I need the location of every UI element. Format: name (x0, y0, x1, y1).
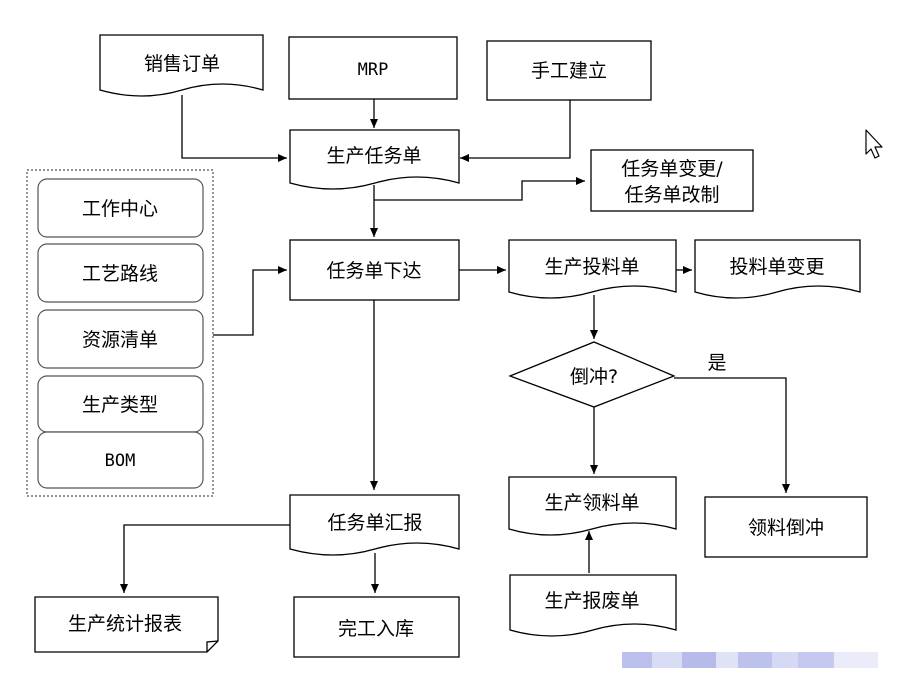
node-backflush-question-label: 倒冲? (570, 366, 618, 388)
node-task-release: 任务单下达 (289, 239, 460, 301)
node-production-feed: 生产投料单 (508, 239, 677, 299)
connectors (120, 95, 790, 593)
node-warehouse-in: 完工入库 (293, 596, 460, 658)
arrow-yes-to-backflush (674, 377, 790, 493)
node-warehouse-in-label: 完工入库 (338, 618, 414, 640)
mouse-pointer-icon (865, 129, 883, 159)
node-backflush-label: 领料倒冲 (748, 517, 824, 539)
node-production-stats-label: 生产统计报表 (68, 613, 182, 635)
node-production-task: 生产任务单 (289, 129, 460, 190)
node-process-route: 工艺路线 (37, 243, 204, 303)
arrow-sales-to-task (181, 95, 287, 162)
node-work-center: 工作中心 (37, 178, 204, 238)
arrow-report-to-stats (120, 524, 290, 593)
node-production-type: 生产类型 (37, 375, 204, 433)
watermark (622, 652, 878, 668)
node-production-scrap-label: 生产报废单 (544, 590, 639, 612)
node-manual-create: 手工建立 (486, 40, 652, 101)
node-resource-list-label: 资源清单 (82, 329, 158, 351)
node-production-pick: 生产领料单 (508, 476, 677, 536)
node-feed-change: 投料单变更 (694, 239, 861, 299)
node-task-change: 任务单变更/ 任务单改制 (590, 149, 754, 212)
node-mrp: MRP (288, 36, 458, 100)
node-task-report: 任务单汇报 (289, 494, 460, 556)
node-task-release-label: 任务单下达 (326, 260, 421, 282)
node-bom: BOM (37, 431, 204, 489)
node-bom-label: BOM (105, 451, 136, 471)
master-data-group: 工作中心 工艺路线 资源清单 生产类型 BOM (26, 169, 214, 497)
yes-label: 是 (707, 352, 726, 374)
node-production-stats: 生产统计报表 (34, 596, 219, 653)
node-production-pick-label: 生产领料单 (544, 492, 639, 514)
node-process-route-label: 工艺路线 (82, 263, 158, 285)
arrow-manual-to-task (460, 100, 571, 162)
node-production-scrap: 生产报废单 (509, 574, 677, 637)
node-sales-order-label: 销售订单 (144, 53, 220, 75)
node-work-center-label: 工作中心 (82, 198, 158, 220)
node-production-type-label: 生产类型 (82, 394, 158, 416)
node-task-change-line2: 任务单改制 (624, 184, 719, 206)
node-feed-change-label: 投料单变更 (729, 256, 824, 278)
node-manual-create-label: 手工建立 (531, 60, 607, 82)
node-task-report-label: 任务单汇报 (327, 512, 422, 534)
arrow-resources-to-release (213, 266, 287, 336)
node-task-change-line1: 任务单变更/ (621, 158, 723, 180)
node-resource-list: 资源清单 (37, 309, 204, 369)
node-backflush: 领料倒冲 (704, 496, 868, 558)
arrow-task-to-change (374, 177, 585, 201)
node-production-feed-label: 生产投料单 (544, 256, 639, 278)
node-production-task-label: 生产任务单 (326, 145, 421, 167)
node-backflush-question: 倒冲? (508, 341, 676, 408)
node-sales-order: 销售订单 (99, 34, 264, 97)
node-mrp-label: MRP (358, 60, 389, 80)
